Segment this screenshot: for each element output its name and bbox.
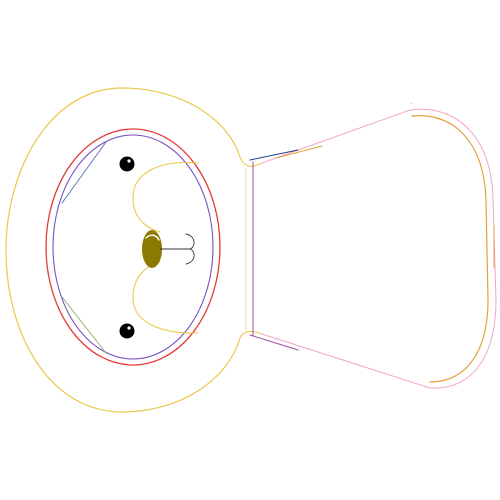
left-eye-highlight xyxy=(127,159,131,163)
collar-upper-orange xyxy=(275,145,323,159)
accent-stroke-blue xyxy=(61,141,107,204)
collar-upper-navy xyxy=(249,149,299,161)
body-outline-orange xyxy=(411,115,489,383)
nose xyxy=(142,230,162,268)
right-eye xyxy=(119,323,135,339)
neck-lower-curve xyxy=(239,330,263,339)
left-eye xyxy=(119,156,135,172)
muzzle-lower xyxy=(132,261,199,334)
right-eye-highlight xyxy=(127,326,131,330)
nose-highlight xyxy=(145,234,160,241)
inner-oval-red xyxy=(45,128,221,366)
mouth-curl-upper xyxy=(185,233,195,250)
inner-oval-purple xyxy=(52,134,214,360)
neck-upper-curve xyxy=(239,156,263,167)
mouth-curl-lower xyxy=(185,248,195,265)
body-outline-pink xyxy=(261,108,497,389)
small-caret-mark: ^ xyxy=(409,103,413,109)
accent-stroke-green xyxy=(61,296,107,354)
muzzle-upper xyxy=(132,162,199,233)
head-outline xyxy=(5,87,241,413)
collar-lower-purple xyxy=(249,334,299,351)
